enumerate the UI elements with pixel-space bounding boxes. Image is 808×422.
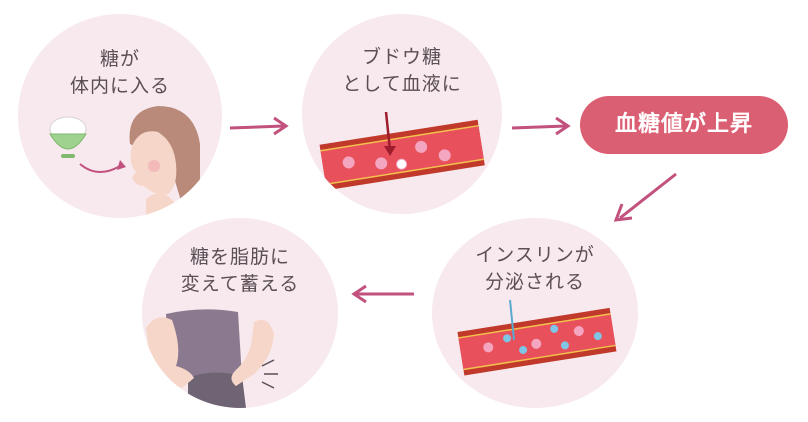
step-caption-store: 糖を脂肪に 変えて蓄える xyxy=(142,244,338,298)
step-circle-eat: 糖が 体内に入る xyxy=(18,14,222,218)
glucose-dot xyxy=(415,140,428,153)
glucose-dot xyxy=(438,149,451,162)
step-insulin-line2: 分泌される xyxy=(484,271,585,293)
step-insulin-line1: インスリンが xyxy=(475,244,595,266)
arrow-step2-to-badge xyxy=(511,116,571,136)
glucose-dot xyxy=(342,156,355,169)
insulin-dot xyxy=(593,332,602,341)
emphasis-line xyxy=(261,381,275,389)
insulin-dot xyxy=(560,341,569,350)
entry-arrow-icon xyxy=(384,111,392,151)
step-caption-insulin: インスリンが 分泌される xyxy=(432,242,638,296)
step-blood-line1: ブドウ糖 xyxy=(361,46,442,68)
arrow-badge-to-step3 xyxy=(613,172,677,222)
insulin-dot xyxy=(550,324,559,333)
arrow-step1-to-step2 xyxy=(229,116,289,136)
glucose-dot xyxy=(573,326,584,337)
step-caption-eat: 糖が 体内に入る xyxy=(18,46,222,100)
glucose-dot xyxy=(531,338,542,349)
rice-bowl-icon xyxy=(49,116,87,158)
step-eat-line2: 体内に入る xyxy=(69,75,170,97)
insulin-dot xyxy=(503,334,512,343)
step-caption-blood: ブドウ糖 として血液に xyxy=(302,44,502,98)
step-store-line1: 糖を脂肪に xyxy=(189,246,290,268)
step-eat-line1: 糖が xyxy=(99,48,140,70)
insulin-pointer-icon xyxy=(509,299,515,341)
step-circle-blood: ブドウ糖 として血液に xyxy=(302,14,502,214)
blood-sugar-rise-badge: 血糖値が上昇 xyxy=(580,96,788,154)
step-blood-line2: として血液に xyxy=(342,73,462,95)
blood-vessel-glucose-illustration xyxy=(319,111,485,191)
glucose-dot xyxy=(396,158,408,170)
blood-vessel-insulin-illustration xyxy=(457,299,617,376)
emphasis-line xyxy=(261,359,275,367)
glucose-dot xyxy=(483,342,494,353)
woman-belly-illustration xyxy=(146,309,278,408)
woman-profile-icon xyxy=(129,106,200,218)
glucose-dot xyxy=(375,157,388,170)
step-store-line2: 変えて蓄える xyxy=(180,273,300,295)
step-circle-store: 糖を脂肪に 変えて蓄える xyxy=(142,218,338,408)
step-circle-insulin: インスリンが 分泌される xyxy=(432,218,638,408)
person-eating-illustration xyxy=(49,106,200,218)
curve-arrow-icon xyxy=(79,163,121,173)
arrow-step3-to-step4 xyxy=(351,284,414,304)
insulin-dot xyxy=(519,345,528,354)
